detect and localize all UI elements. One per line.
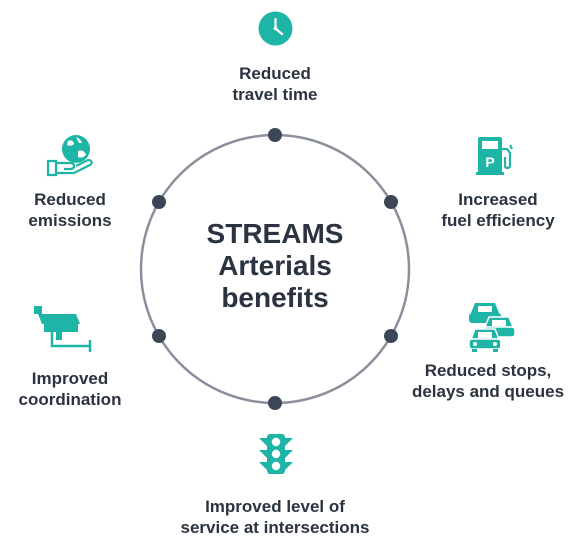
benefit-label-line: delays and queues	[411, 382, 565, 401]
benefit-label-line: Increased	[458, 190, 538, 209]
benefit-label-line: Reduced	[239, 64, 311, 83]
benefit-improved-coordination: Improved coordination	[0, 368, 145, 410]
benefit-label-line: Improved level of	[205, 497, 345, 516]
benefit-reduced-stops: Reduced stops, delays and queues	[397, 360, 579, 402]
benefit-improved-level-of-service: Improved level of service at intersectio…	[140, 496, 410, 538]
benefit-reduced-emissions: Reduced emissions	[0, 189, 145, 231]
ring-node-bottom	[268, 396, 282, 410]
center-title: STREAMS Arterials benefits	[175, 218, 375, 314]
globe-hand-icon	[46, 135, 93, 177]
fuel-pump-icon: P	[476, 137, 513, 175]
benefit-label-line: travel time	[232, 85, 318, 104]
traffic-light-icon	[259, 434, 293, 474]
benefit-increased-fuel-efficiency: Increased fuel efficiency	[423, 189, 573, 231]
cctv-camera-icon	[34, 306, 92, 352]
center-title-line: STREAMS	[206, 218, 344, 249]
benefit-label-line: Improved	[31, 369, 109, 388]
ring-node-upper-left	[152, 195, 166, 209]
cars-icon	[468, 303, 516, 352]
ring-node-lower-left	[152, 329, 166, 343]
benefit-label-line: coordination	[18, 390, 122, 409]
benefit-label-line: Reduced	[34, 190, 106, 209]
center-title-line: benefits	[221, 282, 329, 313]
benefit-label-line: service at intersections	[180, 518, 370, 537]
clock-icon	[258, 11, 293, 46]
ring-node-upper-right	[384, 195, 398, 209]
benefit-label-line: fuel efficiency	[441, 211, 555, 230]
benefit-label-line: Reduced stops,	[424, 361, 552, 380]
svg-text:P: P	[485, 154, 494, 170]
benefit-reduced-travel-time: Reduced travel time	[195, 63, 355, 105]
ring-node-top	[268, 128, 282, 142]
benefit-label-line: emissions	[28, 211, 112, 230]
ring-node-lower-right	[384, 329, 398, 343]
center-title-line: Arterials	[218, 250, 332, 281]
